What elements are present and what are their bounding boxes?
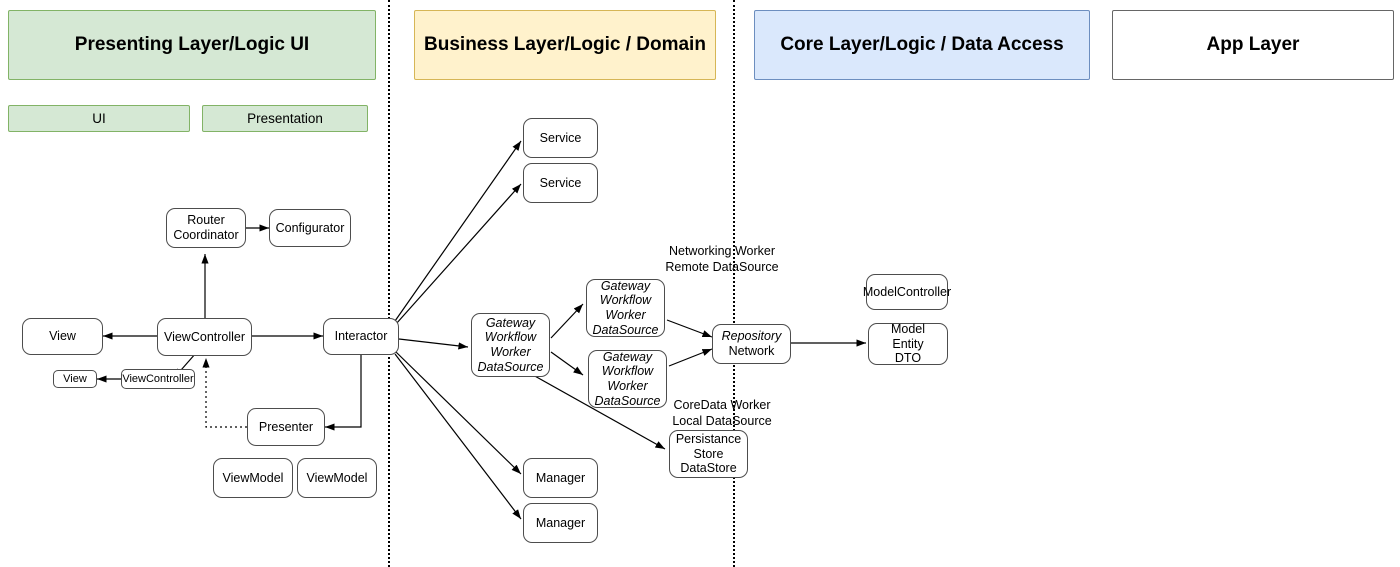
node-repository-network[interactable]: Repository Network — [712, 324, 791, 364]
divider-presenting-business — [388, 0, 390, 567]
node-manager-2[interactable]: Manager — [523, 503, 598, 543]
note-networking-worker: Networking Worker Remote DataSource — [665, 244, 779, 275]
node-model-entity-dto[interactable]: Model Entity DTO — [868, 322, 948, 365]
node-configurator[interactable]: Configurator — [269, 209, 351, 247]
layer-header-app: App Layer — [1112, 10, 1394, 80]
node-gateway-main[interactable]: Gateway Workflow Worker DataSource — [471, 313, 550, 377]
edge-interactor-to-gateway-main — [398, 338, 469, 350]
node-presenter[interactable]: Presenter — [247, 408, 325, 446]
node-view-model-1[interactable]: ViewModel — [213, 458, 293, 498]
node-router-coordinator[interactable]: Router Coordinator — [166, 208, 246, 248]
node-manager-1[interactable]: Manager — [523, 458, 598, 498]
edge-gateway-main-to-gateway-bottom — [550, 351, 584, 376]
edge-interactor-to-service-1 — [394, 140, 522, 322]
node-persistance-store[interactable]: Persistance Store DataStore — [669, 430, 748, 478]
layer-header-business: Business Layer/Logic / Domain — [414, 10, 716, 80]
sub-box-presentation: Presentation — [202, 105, 368, 132]
node-view-controller[interactable]: ViewController — [157, 318, 252, 356]
edge-interactor-to-service-2 — [395, 183, 522, 325]
sub-box-ui: UI — [8, 105, 190, 132]
node-view[interactable]: View — [22, 318, 103, 355]
edge-presenter-to-viewcontroller-dotted — [202, 358, 247, 428]
node-gateway-top[interactable]: Gateway Workflow Worker DataSource — [586, 279, 665, 337]
note-coredata-worker: CoreData Worker Local DataSource — [672, 398, 772, 429]
layer-header-core: Core Layer/Logic / Data Access — [754, 10, 1090, 80]
node-service-2[interactable]: Service — [523, 163, 598, 203]
node-service-1[interactable]: Service — [523, 118, 598, 158]
edge-gateway-top-to-repository — [666, 319, 713, 338]
node-interactor[interactable]: Interactor — [323, 318, 399, 355]
edge-gateway-main-to-gateway-top — [550, 303, 584, 339]
node-view-controller-small[interactable]: ViewController — [121, 369, 195, 389]
divider-business-core — [733, 0, 735, 567]
edge-interactor-to-presenter — [325, 354, 362, 431]
node-repository-italic-label: Repository — [721, 329, 782, 344]
edge-gateway-bottom-to-repository — [668, 348, 713, 367]
edge-interactor-to-manager-2 — [394, 353, 522, 520]
node-repository-plain-label: Network — [728, 344, 775, 358]
node-view-model-2[interactable]: ViewModel — [297, 458, 377, 498]
node-model-controller[interactable]: ModelController — [863, 274, 951, 310]
layer-header-presenting: Presenting Layer/Logic UI — [8, 10, 376, 80]
node-view-small[interactable]: View — [53, 370, 97, 388]
